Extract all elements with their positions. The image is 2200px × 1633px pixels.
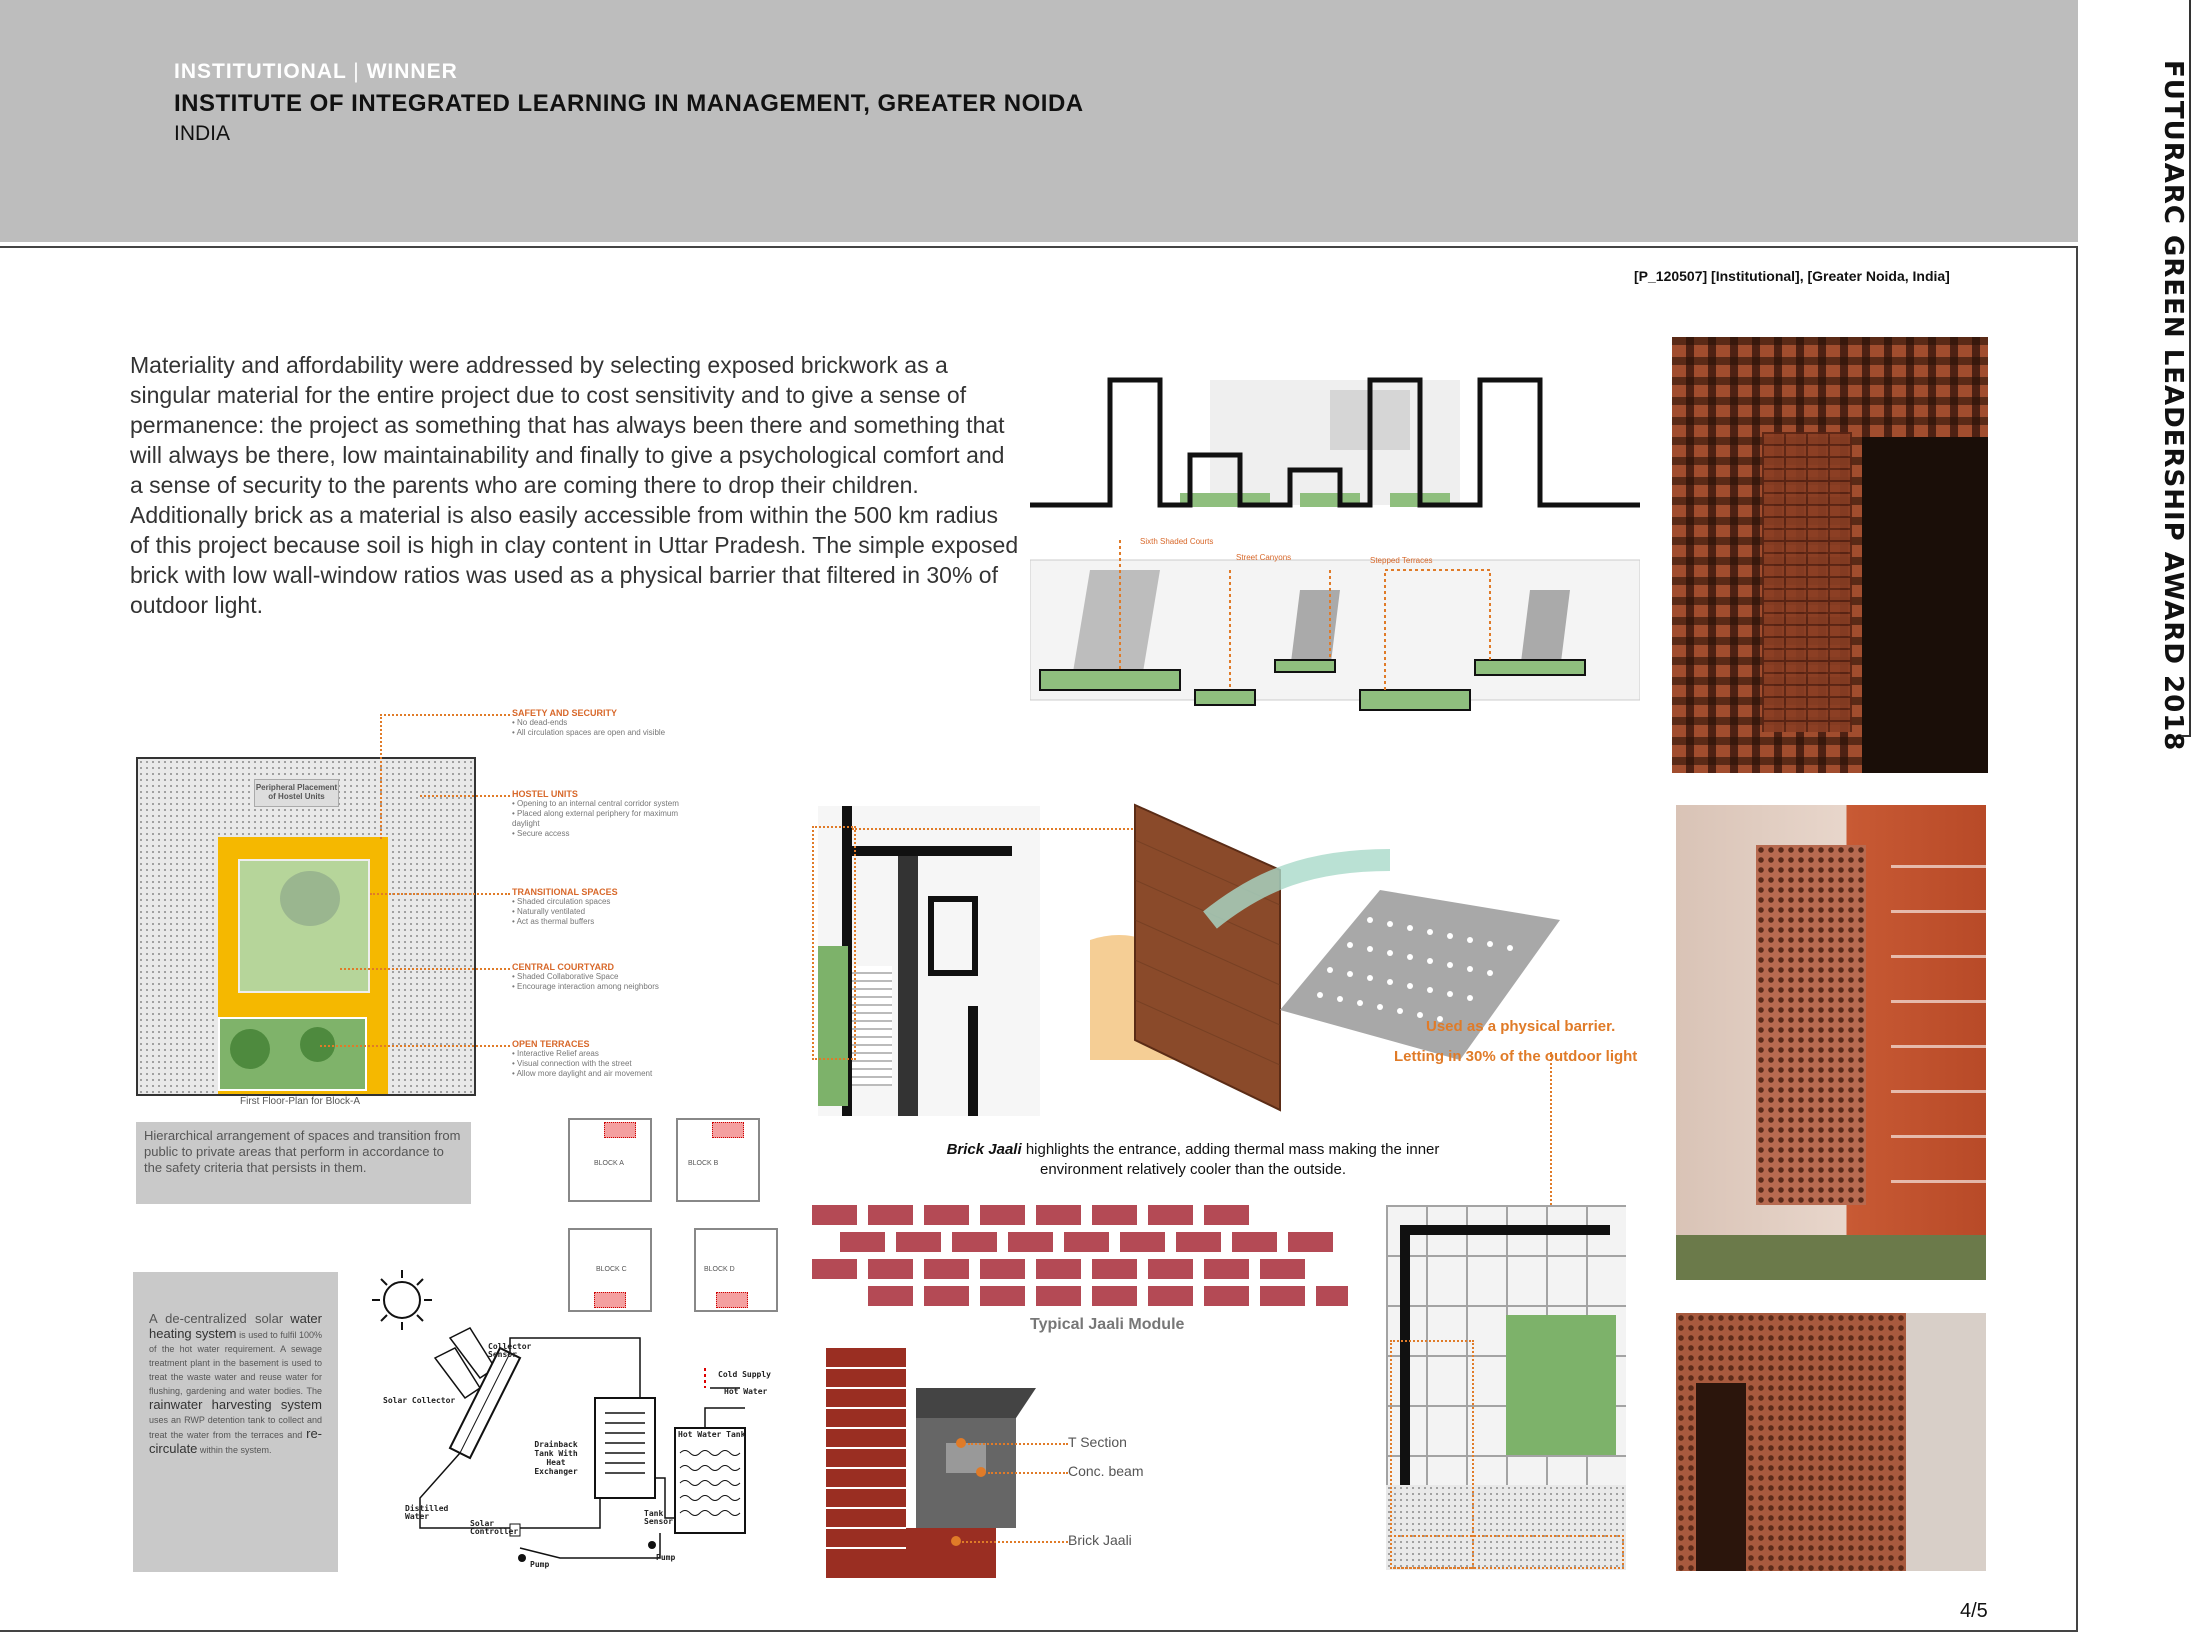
leader-transitional	[370, 893, 510, 895]
label-cold-supply: Cold Supply	[718, 1370, 771, 1379]
award-sidebar-text: FUTURARC GREEN LEADERSHIP AWARD 2018	[2158, 60, 2188, 752]
plan-inner-label: Peripheral Placement of Hostel Units	[254, 779, 339, 807]
label-drainback: Drainback Tank With Heat Exchanger	[534, 1440, 578, 1476]
label-solar-controller: Solar Controller	[470, 1519, 519, 1536]
annotation-item: • Shaded circulation spaces	[512, 897, 611, 906]
solar-heating-diagram	[372, 1270, 746, 1562]
leader-safety-vert	[380, 714, 382, 839]
brick-jaali-section	[826, 1348, 1036, 1578]
jaali-module-caption: Typical Jaali Module	[1030, 1316, 1185, 1333]
block-label: BLOCK B	[688, 1160, 719, 1167]
section-label-courts: Sixth Shaded Courts	[1140, 537, 1214, 546]
project-country: INDIA	[174, 122, 231, 145]
leader-safety	[380, 714, 510, 716]
jaali-wall-photo	[1676, 805, 1986, 1280]
annotation-item: • Opening to an internal central corrido…	[512, 799, 679, 808]
floor-plan-block-a: Peripheral Placement of Hostel Units	[136, 757, 476, 1096]
brick-jaali-3d	[1090, 803, 1560, 1112]
annotation-title: CENTRAL COURTYARD	[512, 962, 615, 972]
section-label-canyons: Street Canyons	[1236, 553, 1292, 562]
project-title: INSTITUTE OF INTEGRATED LEARNING IN MANA…	[174, 90, 1084, 117]
leader-conc-beam	[988, 1472, 1068, 1474]
section-part-conc-beam: Conc. beam	[1068, 1463, 1144, 1479]
label-tank-sensor: Tank Sensor	[644, 1509, 673, 1526]
building-corner-photo	[1676, 1313, 1986, 1571]
intro-paragraph: Materiality and affordability were addre…	[130, 352, 1019, 618]
content-frame	[0, 246, 2078, 1632]
label-solar-collector: Solar Collector	[383, 1396, 456, 1405]
sun-icon	[383, 1281, 421, 1319]
jaali-module-pattern	[812, 1205, 1348, 1306]
label-pump-1: Pump	[530, 1560, 550, 1569]
leader-t-section	[968, 1443, 1068, 1445]
jaali-description-text: highlights the entrance, adding thermal …	[1021, 1141, 1440, 1178]
category-label: INSTITUTIONAL	[174, 60, 347, 83]
annotation-transitional: TRANSITIONAL SPACES • Shaded circulation…	[512, 887, 692, 927]
category-line: INSTITUTIONAL | WINNER	[174, 60, 458, 84]
annotation-title: OPEN TERRACES	[512, 1039, 590, 1049]
jaali-facade-photo	[1672, 337, 1988, 773]
building-section-perspective	[1030, 540, 1640, 711]
award-sidebar: FUTURARC GREEN LEADERSHIP AWARD 2018	[2154, 60, 2194, 751]
leader-courtyard	[340, 968, 510, 970]
hierarchy-note: Hierarchical arrangement of spaces and t…	[136, 1122, 471, 1204]
annotation-title: SAFETY AND SECURITY	[512, 708, 618, 718]
annotation-item: • Secure access	[512, 829, 570, 838]
courtyard-plan-detail	[1386, 1205, 1626, 1570]
jaali-barrier-line2: Letting in 30% of the outdoor light	[1394, 1048, 1638, 1065]
annotation-courtyard: CENTRAL COURTYARD • Shaded Collaborative…	[512, 962, 692, 992]
leader-jaali-plan	[852, 828, 1136, 830]
annotation-item: • No dead-ends	[512, 718, 568, 727]
block-label: BLOCK A	[594, 1160, 624, 1167]
annotation-item: • Encourage interaction among neighbors	[512, 982, 659, 991]
annotation-safety: SAFETY AND SECURITY • No dead-ends • All…	[512, 708, 692, 738]
sidebar-tick	[2181, 735, 2191, 737]
annotation-title: HOSTEL UNITS	[512, 789, 578, 799]
section-label-terraces: Stepped Terraces	[1370, 556, 1433, 565]
solar-water-note: A de-centralized solar water heating sys…	[133, 1272, 338, 1572]
entrance-plan-detail	[812, 806, 1040, 1116]
annotation-item: • Interactive Relief areas	[512, 1049, 599, 1058]
category-separator: |	[353, 60, 360, 83]
leader-jaali-photo	[1550, 1052, 1552, 1212]
leader-hostel	[420, 795, 510, 797]
header-band	[0, 0, 2078, 242]
annotation-item: • Act as thermal buffers	[512, 917, 595, 926]
building-section-profile	[1030, 377, 1640, 508]
section-part-t-section: T Section	[1068, 1434, 1127, 1450]
label-hot-water: Hot Water	[724, 1387, 768, 1396]
annotation-item: • Placed along external periphery for ma…	[512, 809, 678, 828]
leader-brick-jaali	[962, 1541, 1068, 1543]
jaali-description-bold: Brick Jaali	[946, 1141, 1022, 1158]
label-hot-water-tank: Hot Water Tank	[678, 1430, 746, 1439]
page-number: 4/5	[1960, 1600, 1988, 1622]
floor-plan-caption: First Floor-Plan for Block-A	[240, 1096, 361, 1107]
block-label: BLOCK C	[596, 1266, 627, 1273]
section-part-brick-jaali: Brick Jaali	[1068, 1532, 1132, 1548]
annotation-terraces: OPEN TERRACES • Interactive Relief areas…	[512, 1039, 692, 1079]
jaali-description: Brick Jaali highlights the entrance, add…	[908, 1140, 1478, 1180]
annotation-item: • Naturally ventilated	[512, 907, 586, 916]
block-b-plan: BLOCK B	[676, 1118, 760, 1202]
block-d-plan: BLOCK D	[694, 1228, 778, 1312]
annotation-item: • Visual connection with the street	[512, 1059, 632, 1068]
label-pump-2: Pump	[656, 1553, 676, 1562]
annotation-title: TRANSITIONAL SPACES	[512, 887, 618, 897]
sidebar-rule	[2189, 0, 2191, 736]
label-collector-sensor: Collector Sensor	[488, 1342, 532, 1359]
annotation-item: • Shaded Collaborative Space	[512, 972, 619, 981]
annotation-item: • Allow more daylight and air movement	[512, 1069, 653, 1078]
leader-terraces	[320, 1045, 510, 1047]
submission-reference: [P_120507] [Institutional], [Greater Noi…	[1634, 268, 1950, 284]
annotation-hostel: HOSTEL UNITS • Opening to an internal ce…	[512, 789, 692, 839]
annotation-item: • All circulation spaces are open and vi…	[512, 728, 666, 737]
block-c-plan: BLOCK C	[568, 1228, 652, 1312]
block-a-plan: BLOCK A	[568, 1118, 652, 1202]
award-label: WINNER	[366, 60, 458, 83]
label-distilled-water: Distilled Water	[405, 1504, 449, 1521]
block-label: BLOCK D	[704, 1266, 735, 1273]
jaali-barrier-line1: Used as a physical barrier.	[1426, 1018, 1616, 1035]
